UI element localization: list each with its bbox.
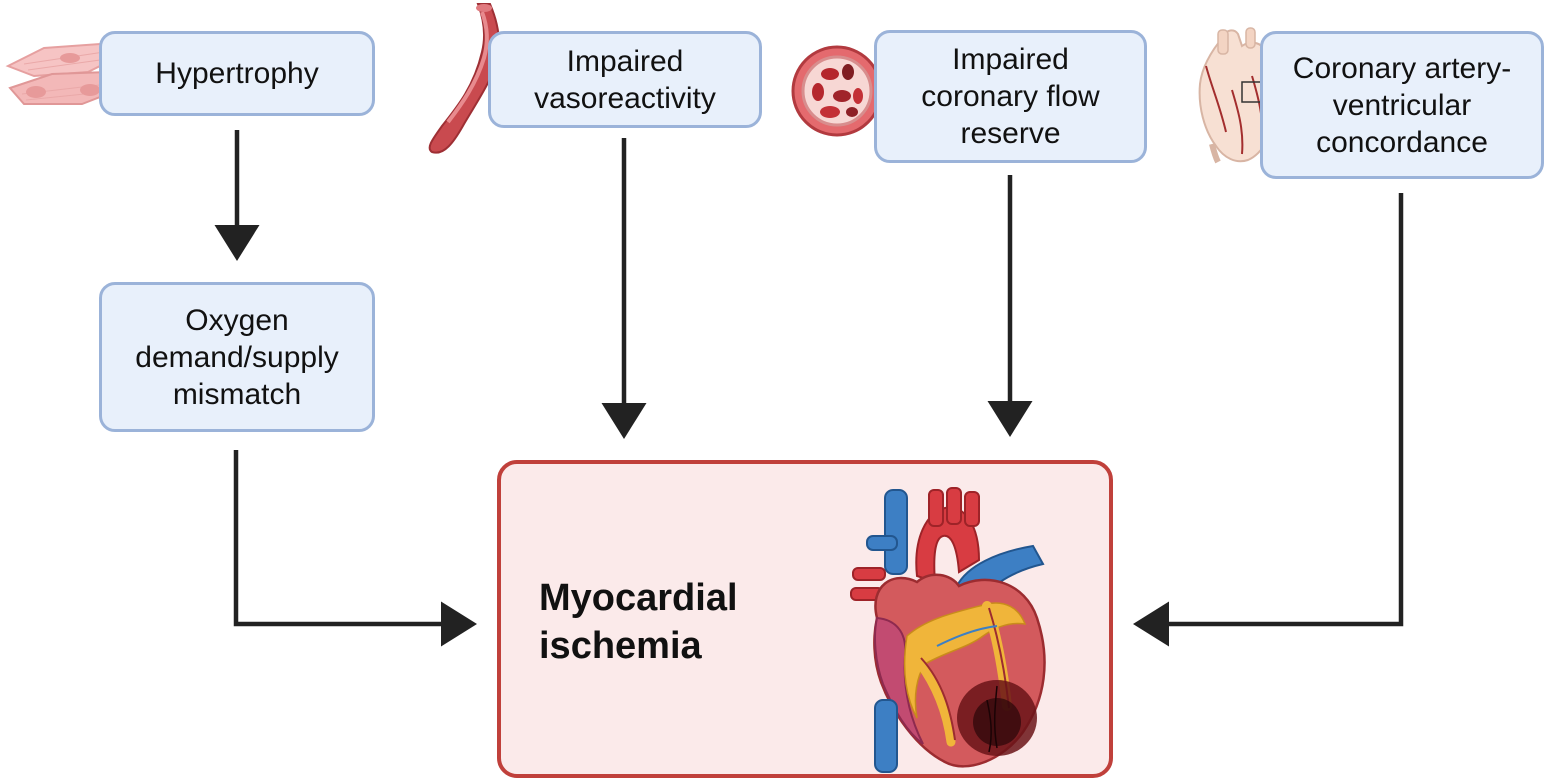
node-oxygen-mismatch: Oxygen demand/supply mismatch xyxy=(99,282,375,432)
node-ischemia: Myocardial ischemia xyxy=(497,460,1113,778)
node-cfr-line-1: Impaired xyxy=(952,43,1069,76)
node-concordance-line-1: Coronary artery- xyxy=(1292,51,1512,85)
node-oxygen-line-3: mismatch xyxy=(172,377,302,411)
node-cfr-line-3: reserve xyxy=(960,117,1061,150)
node-vasoreactivity-line-2: vasoreactivity xyxy=(534,81,716,115)
node-coronary-flow-reserve: Impaired coronary flow reserve xyxy=(874,30,1147,163)
ischemia-title: Myocardial ischemia xyxy=(539,574,738,670)
node-hypertrophy-line-1: Hypertrophy xyxy=(155,57,319,90)
node-concordance: Coronary artery- ventricular concordance xyxy=(1260,31,1544,179)
node-oxygen-line-2: demand/supply xyxy=(135,340,339,374)
muscle-cells-icon xyxy=(5,42,123,105)
node-concordance-line-3: concordance xyxy=(1316,125,1488,159)
node-vasoreactivity-line-1: Impaired xyxy=(566,44,684,78)
node-cfr-line-2: coronary flow xyxy=(921,80,1100,113)
arrow-concordance-to-ischemia xyxy=(1133,193,1404,647)
ischemia-title-line-2: ischemia xyxy=(539,625,702,667)
arrow-oxygen-to-ischemia xyxy=(233,450,477,647)
node-concordance-line-2: ventricular xyxy=(1332,88,1472,122)
node-hypertrophy: Hypertrophy xyxy=(99,31,375,116)
heart-ischemia-icon xyxy=(850,487,1046,773)
node-oxygen-line-1: Oxygen xyxy=(185,303,289,337)
node-vasoreactivity: Impaired vasoreactivity xyxy=(488,31,762,128)
vessel-cross-section-icon xyxy=(791,45,883,137)
ischemia-title-line-1: Myocardial xyxy=(539,577,738,619)
